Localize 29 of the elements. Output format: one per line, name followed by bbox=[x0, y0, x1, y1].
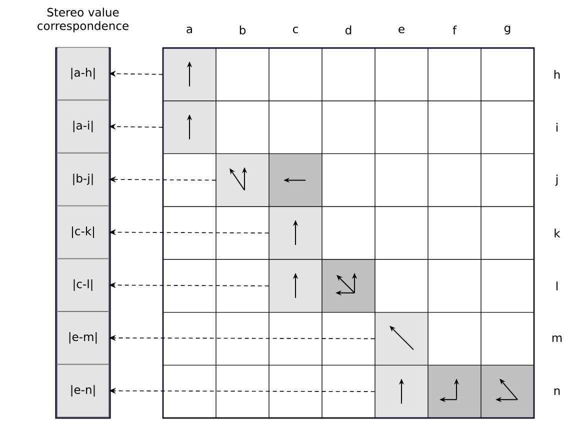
highlighted-cell bbox=[163, 100, 216, 154]
column-label: f bbox=[452, 26, 457, 34]
value-cell: |e-m| bbox=[57, 312, 109, 364]
highlighted-cell bbox=[163, 48, 216, 101]
row-label: n bbox=[554, 388, 560, 395]
row-label: m bbox=[552, 335, 562, 342]
row-label: k bbox=[554, 228, 560, 238]
column-label: g bbox=[504, 26, 510, 34]
column-label: b bbox=[240, 26, 246, 34]
row-label: l bbox=[556, 282, 558, 290]
value-cell: |b-j| bbox=[57, 153, 109, 206]
row-label: j bbox=[555, 174, 558, 186]
highlighted-cell bbox=[216, 154, 269, 207]
value-cell: |a-h| bbox=[57, 47, 109, 100]
column-label: c bbox=[292, 26, 298, 34]
highlighted-cell bbox=[269, 259, 322, 312]
row-label: i bbox=[556, 122, 558, 132]
highlighted-cell bbox=[375, 312, 428, 366]
highlighted-cell bbox=[375, 365, 428, 418]
column-label: d bbox=[345, 26, 352, 34]
value-cell: |e-n| bbox=[57, 364, 109, 418]
row-label: h bbox=[554, 70, 560, 79]
value-cell: |c-l| bbox=[57, 258, 109, 312]
column-label: a bbox=[186, 26, 192, 34]
column-label: e bbox=[398, 26, 404, 34]
value-cell: |c-k| bbox=[57, 206, 109, 259]
value-cell: |a-i| bbox=[57, 100, 109, 153]
highlighted-cell bbox=[269, 206, 322, 260]
node-label: Stereo value correspondence bbox=[38, 8, 128, 32]
